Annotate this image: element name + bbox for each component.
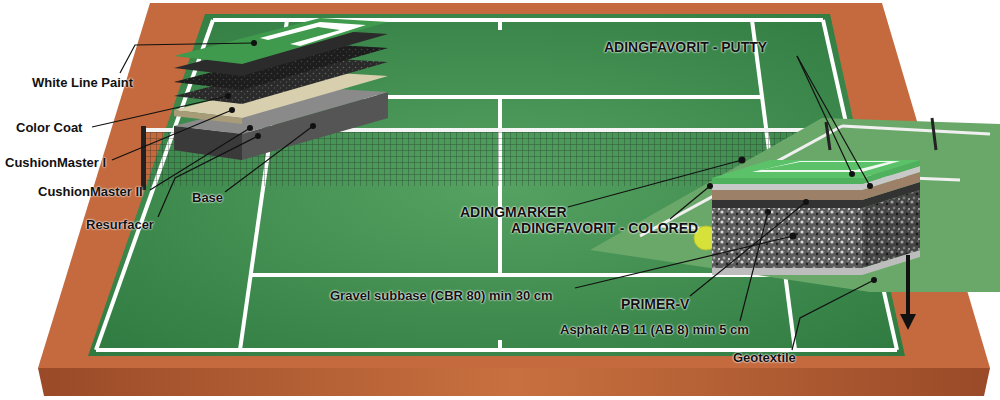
part-label: Asphalt AB 11 (AB 8) min 5 cm (560, 323, 749, 337)
part-label: CushionMaster I (5, 156, 106, 170)
leader-lines (120, 43, 254, 73)
right-layer-stack (760, 162, 888, 170)
leader-dots (739, 157, 746, 164)
leader-lines (797, 56, 870, 186)
leader-lines (225, 126, 313, 192)
part-label: Resurfacer (86, 218, 154, 232)
inset-court (590, 118, 1000, 292)
left-layer-stack (260, 22, 366, 46)
depth-arrow (900, 255, 916, 330)
inset-court (932, 118, 936, 150)
clay-surround (38, 3, 990, 368)
leader-lines (112, 110, 232, 160)
clay-surround (38, 368, 990, 396)
leader-dots (871, 277, 877, 283)
part-label: ADINGMARKER (460, 205, 567, 220)
part-label: CushionMaster II (38, 185, 143, 199)
part-label: Geotextile (733, 351, 796, 365)
leader-dots (247, 125, 253, 131)
leader-dots (310, 123, 316, 129)
part-label: White Line Paint (32, 76, 133, 90)
leader-dots (225, 93, 231, 99)
part-label: PRIMER-V (621, 297, 689, 312)
left-layer-stack (174, 18, 388, 64)
tennis-net (141, 126, 146, 190)
leader-dots (251, 40, 257, 46)
leader-lines (690, 202, 806, 296)
leader-dots (849, 171, 855, 177)
part-label: Gravel subbase (CBR 80) min 30 cm (330, 289, 553, 303)
leader-lines (740, 212, 768, 321)
tennis-court (498, 20, 502, 30)
leader-lines (568, 160, 742, 207)
tennis-court (213, 18, 823, 22)
leader-dots (229, 107, 235, 113)
part-label: ADINGFAVORIT - PUTTY (604, 40, 767, 55)
part-label: Base (192, 191, 223, 205)
right-layer-stack (712, 160, 920, 184)
part-label: Color Coat (16, 121, 82, 135)
leader-lines (797, 56, 852, 174)
leader-lines (150, 128, 250, 190)
tennis-court (498, 340, 502, 350)
leader-lines (92, 96, 228, 127)
leader-lines (670, 186, 710, 219)
leader-lines (158, 136, 258, 217)
right-layer-stack (712, 160, 920, 275)
leader-dots (867, 183, 873, 189)
depth-arrow (906, 255, 910, 316)
tennis-court (252, 273, 782, 277)
leader-dots (790, 233, 797, 240)
leader-dots (225, 40, 877, 283)
right-layer-stack (752, 161, 900, 172)
clay-surround (38, 3, 990, 396)
leader-dots (707, 183, 713, 189)
leader-dots (255, 133, 261, 139)
depth-arrow (900, 314, 916, 330)
inset-court (590, 118, 1000, 292)
leader-dots (803, 199, 809, 205)
inset-court (842, 126, 990, 134)
leader-lines (792, 280, 874, 350)
leader-lines (92, 43, 874, 350)
left-layer-stack (174, 18, 388, 160)
leader-dots (765, 209, 771, 215)
part-label: ADINGFAVORIT - COLORED (511, 221, 698, 236)
